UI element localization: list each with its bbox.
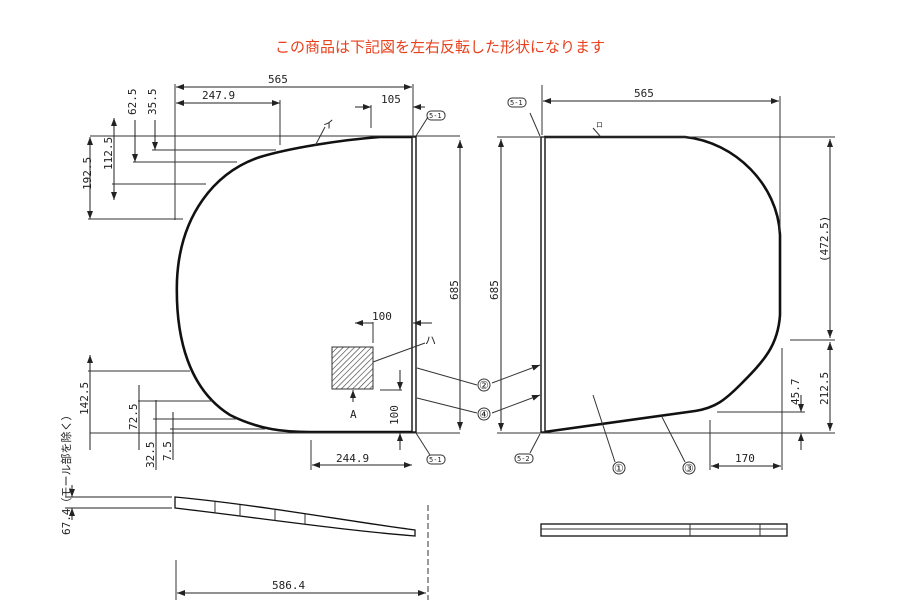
left-edge-mold (411, 136, 417, 433)
tag-5-2-bottom-right: 5-2 (517, 455, 530, 463)
dim-45-7: 45.7 (789, 379, 802, 406)
hatched-area (331, 346, 374, 390)
dim-565-right: 565 (634, 87, 654, 100)
dim-685-right: 685 (488, 280, 501, 300)
dim-685: 685 (448, 280, 461, 300)
dim-112-5: 112.5 (102, 137, 115, 170)
dim-100-v: 100 (388, 405, 401, 425)
tag-5-1-top-left: 5-1 (429, 112, 442, 120)
right-edge-mold (540, 136, 546, 433)
callout-1: ① (614, 462, 624, 475)
dim-32-5: 32.5 (144, 442, 157, 469)
dim-72-5: 72.5 (127, 404, 140, 431)
label-ro: ロ (596, 121, 603, 129)
label-i: イ (323, 118, 334, 131)
side-profile-views: 67.4（モール部を除く） 586.4 (59, 410, 788, 600)
dim-105: 105 (381, 93, 401, 106)
tag-5-1-top-right: 5-1 (510, 99, 523, 107)
dim-7-5: 7.5 (161, 441, 174, 461)
dim-170: 170 (735, 452, 755, 465)
dim-244-9: 244.9 (336, 452, 369, 465)
dim-192-5: 192.5 (81, 157, 94, 190)
dim-212-5: 212.5 (818, 372, 831, 405)
dim-247-9: 247.9 (202, 89, 235, 102)
dim-67-4-excluding-mold: 67.4（モール部を除く） (59, 410, 73, 536)
callout-2: ② (479, 379, 489, 392)
callout-4: ④ (479, 408, 489, 421)
callout-3: ③ (684, 462, 694, 475)
right-panel-outline (543, 135, 782, 434)
tag-5-1-bottom-left: 5-1 (429, 456, 442, 464)
dim-472-5: (472.5) (818, 216, 831, 262)
left-panel-outline (175, 135, 413, 434)
dim-565: 565 (268, 73, 288, 86)
reverse-shape-notice: この商品は下記図を左右反転した形状になります (274, 38, 605, 56)
dim-62-5: 62.5 (126, 89, 139, 116)
label-ha: ハ (425, 334, 436, 347)
label-a: A (350, 408, 357, 421)
dim-100-h: 100 (372, 310, 392, 323)
left-side-profile (174, 496, 416, 537)
dim-586-4: 586.4 (272, 579, 305, 592)
dim-35-5: 35.5 (146, 89, 159, 116)
right-plan-view: 565 685 (472.5) 212.5 45.7 170 ロ 5-1 5-2… (416, 85, 835, 475)
dim-142-5: 142.5 (78, 382, 91, 415)
left-plan-view: 565 247.9 105 62.5 35.5 112.5 192.5 685 … (78, 73, 463, 470)
right-side-profile (540, 523, 788, 537)
